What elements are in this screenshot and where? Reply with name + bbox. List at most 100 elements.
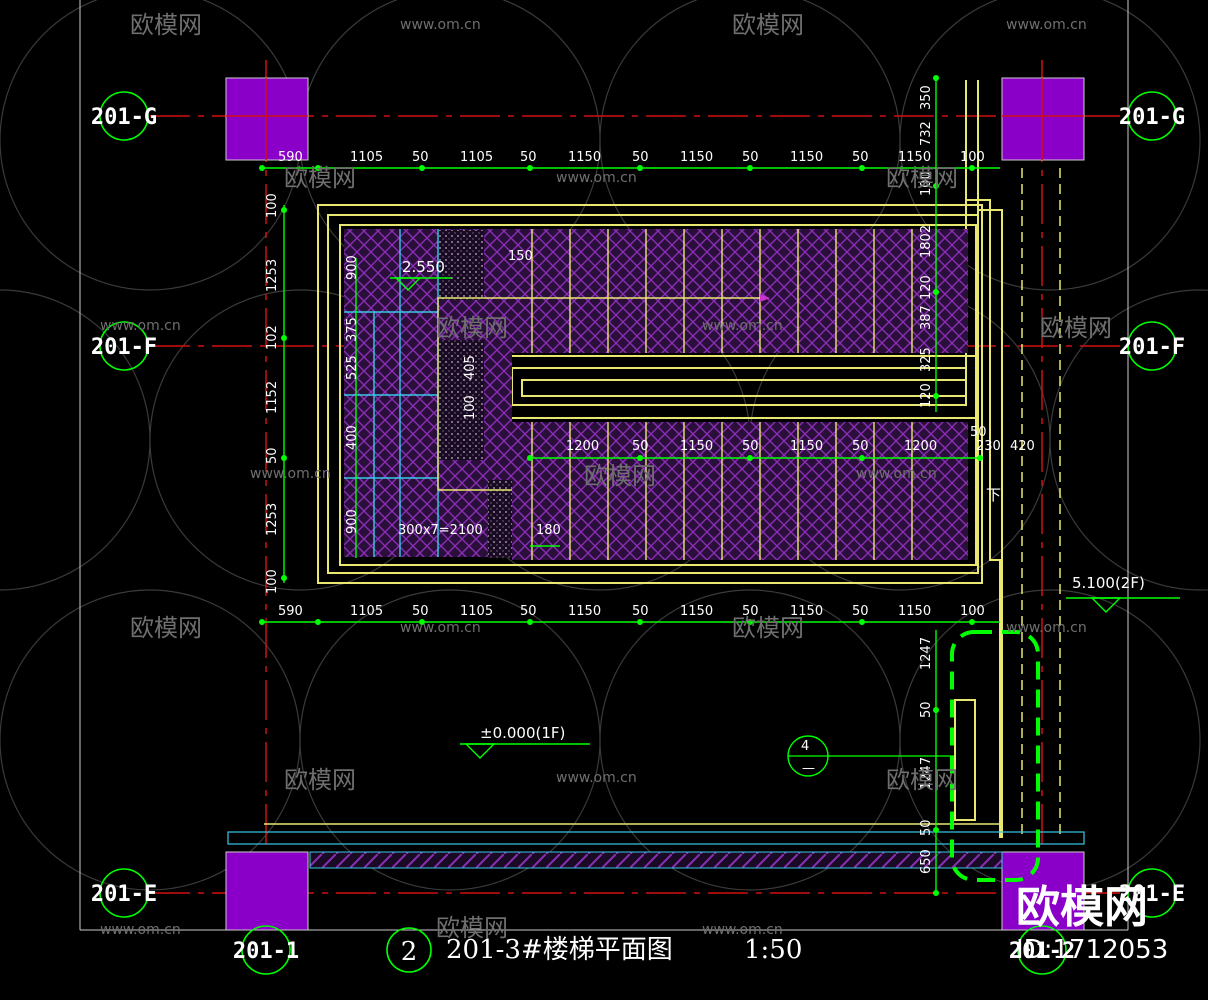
level-marks: 2.550 ±0.000(1F) 5.100(2F) 下 [390, 258, 1180, 759]
dim-text: 590 [278, 150, 303, 165]
dim-text: 100 [960, 604, 985, 619]
middle-dimension-row: 1200 50 1150 50 1150 50 1200 230 420 50 [566, 425, 1035, 454]
dim-text: 1150 [898, 604, 931, 619]
dim-text: 50 [520, 150, 537, 165]
drawing-title-block: 2 201-3#楼梯平面图 1:50 [386, 927, 802, 973]
dim-text: 420 [1010, 439, 1035, 454]
watermark-brand: 欧模网 [1040, 314, 1112, 342]
dim-text: 325 [919, 347, 934, 372]
inner-left-dimensions: 900 375 525 400 900 300x7=2100 150 180 4… [345, 249, 561, 538]
watermark-url: www.om.cn [400, 17, 481, 33]
first-floor-level-text: ±0.000(1F) [480, 724, 565, 742]
dim-text: 102 [265, 325, 280, 350]
dimension-lines [262, 78, 1000, 893]
dim-text: 1105 [460, 604, 493, 619]
dim-text: 100 [919, 171, 934, 196]
dim-text: 50 [742, 150, 759, 165]
detail-number: 4 [801, 739, 809, 754]
dim-text: 1105 [350, 150, 383, 165]
left-dimension-column: 100 1253 102 1152 50 1253 100 [265, 193, 280, 594]
watermark-brand: 欧模网 [732, 11, 804, 39]
dim-text: 1150 [680, 439, 713, 454]
watermark-url: www.om.cn [400, 620, 481, 636]
dim-text: 1150 [790, 604, 823, 619]
bottom-dimension-row: 590 1105 50 1105 50 1150 50 1150 50 1150… [278, 604, 985, 619]
watermark-url: www.om.cn [100, 318, 181, 334]
watermark-url: www.om.cn [702, 318, 783, 334]
dim-text: 900 [345, 255, 360, 280]
dim-text: 1150 [790, 150, 823, 165]
watermark-brand: 欧模网 [436, 914, 508, 942]
watermark-url: www.om.cn [100, 922, 181, 938]
dim-text: 50 [632, 150, 649, 165]
watermark-brand: 欧模网 [130, 11, 202, 39]
dim-text: 1200 [566, 439, 599, 454]
dim-text: 100 [960, 150, 985, 165]
dim-text: 180 [536, 523, 561, 538]
drawing-title: 201-3#楼梯平面图 [446, 935, 673, 965]
dim-text: 1150 [790, 439, 823, 454]
dim-text: 50 [632, 439, 649, 454]
dim-text: 1150 [568, 604, 601, 619]
second-floor-level-text: 5.100(2F) [1072, 574, 1145, 592]
watermark-brand: 欧模网 [284, 766, 356, 794]
dim-text: 1247 [919, 637, 934, 670]
watermark-url: www.om.cn [856, 466, 937, 482]
watermark-brand: 欧模网 [130, 614, 202, 642]
step-note: 300x7=2100 [398, 523, 483, 538]
dim-text: 1802 [919, 225, 934, 258]
highlight-dashed-region [950, 630, 1040, 882]
watermark-url: www.om.cn [556, 170, 637, 186]
dim-text: 50 [919, 701, 934, 718]
axis-label-G: 201-G [1119, 105, 1185, 130]
watermark-brand: 欧模网 [886, 164, 958, 192]
watermark-brand: 欧模网 [732, 614, 804, 642]
dim-text: 1253 [265, 503, 280, 536]
dim-text: 590 [278, 604, 303, 619]
dim-text: 1105 [460, 150, 493, 165]
dim-text: 1150 [568, 150, 601, 165]
dim-text: 1152 [265, 381, 280, 414]
dim-text: 50 [742, 439, 759, 454]
axis-label-G: 201-G [91, 105, 157, 130]
dim-text: 387 [919, 305, 934, 330]
watermark-brand: 欧模网 [284, 164, 356, 192]
watermark-brand: 欧模网 [886, 766, 958, 794]
axis-label-1: 201-1 [233, 939, 299, 964]
detail-sheet: — [802, 761, 815, 776]
landing-level-text: 2.550 [402, 258, 445, 276]
dim-text: 50 [919, 819, 934, 836]
axis-label-F: 201-F [1119, 335, 1185, 360]
watermark-brand: 欧模网 [584, 462, 656, 490]
down-mark: 下 [986, 486, 1001, 504]
dim-text: 50 [520, 604, 537, 619]
axis-label-F: 201-F [91, 335, 157, 360]
dim-text: 100 [265, 569, 280, 594]
tread-lines [531, 229, 913, 560]
dim-text: 405 [463, 355, 478, 380]
top-dimension-row: 590 1105 50 1105 50 1150 50 1150 50 1150… [278, 150, 985, 165]
dim-text: 350 [919, 85, 934, 110]
dim-text: 120 [919, 275, 934, 300]
dim-text: 50 [852, 604, 869, 619]
watermark-code: ID:1712053 [1016, 935, 1168, 965]
dim-text: 230 [976, 439, 1001, 454]
watermark-brand-large: 欧模网 [1016, 882, 1148, 933]
axis-label-E: 201-E [1119, 882, 1185, 907]
detail-callout: 4 — [787, 735, 954, 777]
dim-text: 50 [852, 439, 869, 454]
dim-text: 50 [970, 425, 987, 440]
dim-text: 150 [508, 249, 533, 264]
right-dimension-column-bottom: 1247 50 1247 50 650 [919, 637, 934, 874]
dim-text: 100 [463, 395, 478, 420]
right-dimension-column-top: 350 732 100 1802 387 120 325 120 [919, 85, 934, 408]
drawing-number: 2 [401, 937, 418, 967]
corner-watermark: 欧模网 ID:1712053 [1016, 882, 1168, 965]
axis-label-E: 201-E [91, 882, 157, 907]
dim-text: 1200 [904, 439, 937, 454]
watermark-url: www.om.cn [250, 466, 331, 482]
watermark-url: www.om.cn [556, 770, 637, 786]
watermark-brand: 欧模网 [436, 314, 508, 342]
dim-text: 50 [412, 604, 429, 619]
